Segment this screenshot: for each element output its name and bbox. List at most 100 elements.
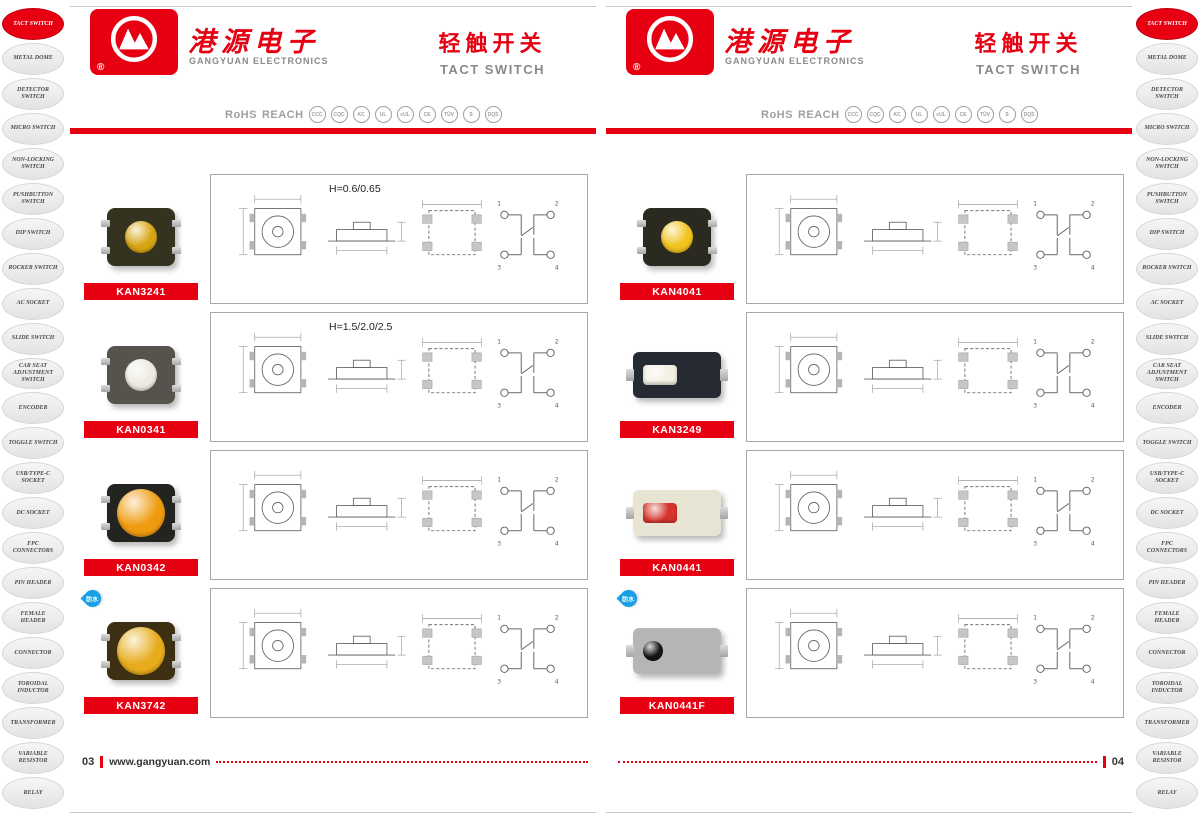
cert-badge-s-icon: S xyxy=(998,106,1016,123)
brand-logo-mark-icon xyxy=(646,15,694,63)
product-pin xyxy=(637,247,646,254)
sidebar-tab-fpc-connectors[interactable]: FPC CONNECTORS xyxy=(2,532,64,565)
waterproof-label: 防水 xyxy=(86,597,99,604)
sidebar-tab-pin-header[interactable]: PIN HEADER xyxy=(2,567,64,600)
page-number: 04 xyxy=(1111,756,1124,768)
sidebar-tab-slide-switch[interactable]: SLIDE SWITCH xyxy=(1136,322,1198,355)
sidebar-tab-transformer[interactable]: TRANSFORMER xyxy=(1136,707,1198,740)
svg-text:2: 2 xyxy=(555,614,559,621)
product-model-label: KAN4041 xyxy=(620,283,734,300)
cert-badge-ul-icon: UL xyxy=(374,106,392,123)
product-photo-column: 防水 KAN3742 xyxy=(80,586,200,718)
sidebar-tab-tact-switch[interactable]: TACT SWITCH xyxy=(1136,8,1198,40)
product-photo xyxy=(82,329,200,421)
sidebar-tab-metal-dome[interactable]: METAL DOME xyxy=(2,42,64,75)
product-pin xyxy=(101,634,110,641)
product-pin xyxy=(720,507,728,519)
sidebar-tab-detector-switch[interactable]: DETECTOR SWITCH xyxy=(1136,77,1198,110)
sidebar-tab-micro-switch[interactable]: MICRO SWITCH xyxy=(2,112,64,145)
sidebar-tab-toroidal-inductor[interactable]: TOROIDAL INDUCTOR xyxy=(1136,672,1198,705)
sidebar-tab-variable-resistor[interactable]: VARIABLE RESISTOR xyxy=(2,742,64,774)
product-photo xyxy=(618,191,736,283)
svg-text:1: 1 xyxy=(1033,614,1037,621)
sidebar-tab-ac-socket[interactable]: AC SOCKET xyxy=(1136,287,1198,320)
sidebar-tab-female-header[interactable]: FEMALE HEADER xyxy=(1136,602,1198,635)
product-actuator-button xyxy=(117,489,165,537)
sidebar-tab-connector[interactable]: CONNECTOR xyxy=(1136,637,1198,670)
sidebar-tab-encoder[interactable]: ENCODER xyxy=(2,392,64,425)
cert-badge-dqs-icon: DQS xyxy=(1020,106,1038,123)
sidebar-tab-dip-switch[interactable]: DIP SWITCH xyxy=(2,217,64,250)
cert-badge-tv-icon: TÜV xyxy=(440,106,458,123)
cert-badge-cqc-icon: CQC xyxy=(330,106,348,123)
sidebar-tab-tact-switch[interactable]: TACT SWITCH xyxy=(2,8,64,40)
sidebar-tab-toroidal-inductor[interactable]: TOROIDAL INDUCTOR xyxy=(2,672,64,705)
sidebar-tab-micro-switch[interactable]: MICRO SWITCH xyxy=(1136,112,1198,145)
svg-text:4: 4 xyxy=(1091,264,1095,271)
product-photo xyxy=(618,467,736,559)
product-model-label: KAN3742 xyxy=(84,697,198,714)
product-model-label: KAN3249 xyxy=(620,421,734,438)
product-actuator-button xyxy=(661,221,693,253)
sidebar-tab-toggle-switch[interactable]: TOGGLE SWITCH xyxy=(1136,427,1198,460)
sidebar-tab-non-locking-switch[interactable]: NON-LOCKING SWITCH xyxy=(2,147,64,180)
svg-text:2: 2 xyxy=(555,476,559,483)
sidebar-tab-non-locking-switch[interactable]: NON-LOCKING SWITCH xyxy=(1136,147,1198,180)
sidebar-tab-relay[interactable]: RELAY xyxy=(1136,776,1198,809)
sidebar-tab-encoder[interactable]: ENCODER xyxy=(1136,392,1198,425)
sidebar-tab-connector[interactable]: CONNECTOR xyxy=(2,637,64,670)
svg-text:3: 3 xyxy=(1033,402,1037,409)
sidebar-tab-pushbutton-switch[interactable]: PUSHBUTTON SWITCH xyxy=(2,182,64,215)
sidebar-tab-slide-switch[interactable]: SLIDE SWITCH xyxy=(2,322,64,355)
cert-mark-reach: REACH xyxy=(797,108,840,121)
product-photo xyxy=(82,191,200,283)
sidebar-tab-dc-socket[interactable]: DC SOCKET xyxy=(2,497,64,530)
svg-text:4: 4 xyxy=(555,540,559,547)
sidebar-tab-ac-socket[interactable]: AC SOCKET xyxy=(2,287,64,320)
sidebar-tab-usb-type-c-socket[interactable]: USB/Type-C SOCKET xyxy=(2,462,64,495)
sidebar-tab-pin-header[interactable]: PIN HEADER xyxy=(1136,567,1198,600)
product-actuator-button xyxy=(643,503,677,523)
svg-text:1: 1 xyxy=(497,200,501,207)
registered-mark: ® xyxy=(633,62,641,73)
product-pin xyxy=(172,634,181,641)
product-pin xyxy=(626,645,634,657)
product-pin xyxy=(101,220,110,227)
svg-text:4: 4 xyxy=(1091,402,1095,409)
sidebar-tab-variable-resistor[interactable]: VARIABLE RESISTOR xyxy=(1136,742,1198,774)
product-pin xyxy=(637,220,646,227)
sidebar-tab-car-seat-adjustment-switch[interactable]: CAR SEAT ADJUSTMENT SWITCH xyxy=(2,357,64,390)
sidebar-tab-dc-socket[interactable]: DC SOCKET xyxy=(1136,497,1198,530)
cert-badge-dqs-icon: DQS xyxy=(484,106,502,123)
page-title-cn: 轻触开关 xyxy=(438,31,547,56)
sidebar-tab-pushbutton-switch[interactable]: PUSHBUTTON SWITCH xyxy=(1136,182,1198,215)
sidebar-tab-rocker-switch[interactable]: ROCKER SWITCH xyxy=(2,252,64,285)
sidebar-tab-fpc-connectors[interactable]: FPC CONNECTORS xyxy=(1136,532,1198,565)
product-actuator-button xyxy=(125,221,157,253)
sidebar-tab-female-header[interactable]: FEMALE HEADER xyxy=(2,602,64,635)
sidebar-tab-usb-type-c-socket[interactable]: USB/Type-C SOCKET xyxy=(1136,462,1198,495)
cert-badge-s-icon: S xyxy=(462,106,480,123)
sidebar-tab-transformer[interactable]: TRANSFORMER xyxy=(2,707,64,740)
svg-text:4: 4 xyxy=(555,402,559,409)
footer-dotted-line xyxy=(618,761,1097,763)
svg-text:1: 1 xyxy=(1033,200,1037,207)
sidebar-tab-metal-dome[interactable]: METAL DOME xyxy=(1136,42,1198,75)
sidebar-tab-toggle-switch[interactable]: TOGGLE SWITCH xyxy=(2,427,64,460)
page-number: 03 xyxy=(82,756,95,768)
website-link[interactable]: www.gangyuan.com xyxy=(109,756,211,768)
sidebar-tab-car-seat-adjustment-switch[interactable]: CAR SEAT ADJUSTMENT SWITCH xyxy=(1136,357,1198,390)
sidebar-tab-relay[interactable]: RELAY xyxy=(2,776,64,809)
sidebar-tab-dip-switch[interactable]: DIP SWITCH xyxy=(1136,217,1198,250)
sidebar-tab-rocker-switch[interactable]: ROCKER SWITCH xyxy=(1136,252,1198,285)
product-actuator-button xyxy=(643,365,677,385)
sidebar-tab-detector-switch[interactable]: DETECTOR SWITCH xyxy=(2,77,64,110)
